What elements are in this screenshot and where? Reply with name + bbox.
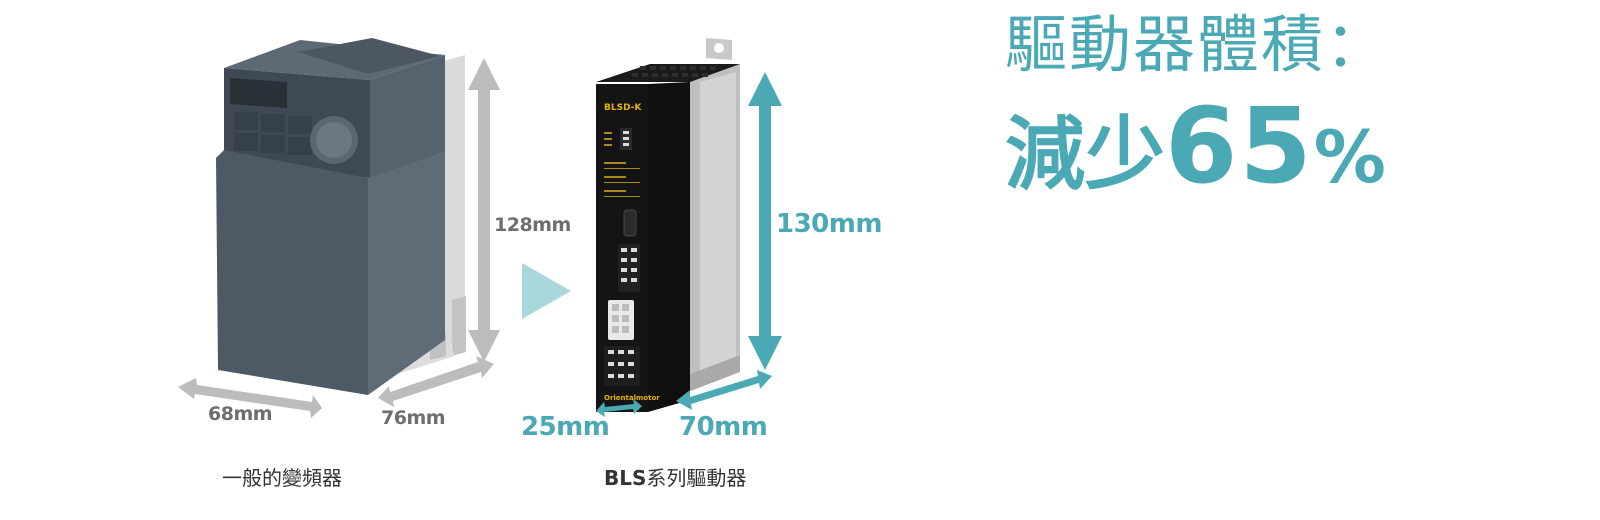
reduction-value: 65 (1165, 85, 1314, 207)
model-label: BLSD-K (604, 103, 642, 113)
brand-label: Orientalmotor (604, 394, 660, 402)
reduction-prefix: 減少 (1005, 108, 1165, 201)
headline-reduction: 減少65% (1005, 94, 1389, 198)
driver-caption-rest: 系列驅動器 (646, 466, 747, 490)
reduction-unit: % (1313, 115, 1386, 199)
general-inverter-image (216, 38, 466, 395)
headline: 驅動器體積： 減少65% (1005, 8, 1390, 199)
inverter-depth-label: 76mm (381, 407, 446, 429)
driver-depth-label: 70mm (679, 412, 768, 442)
inverter-height-label: 128mm (494, 214, 571, 236)
inverter-height-arrow (468, 58, 500, 362)
driver-depth-arrow (676, 370, 772, 410)
inverter-depth-arrow (378, 356, 494, 407)
driver-caption: BLS系列驅動器 (604, 462, 746, 491)
driver-caption-series: BLS (604, 466, 647, 490)
inverter-caption: 一般的變頻器 (222, 466, 342, 490)
driver-width-arrow (596, 399, 642, 417)
inverter-width-arrow (178, 378, 322, 418)
inverter-width-label: 68mm (208, 403, 273, 425)
transition-arrow-icon (522, 263, 571, 319)
driver-height-label: 130mm (776, 209, 882, 239)
headline-title: 驅動器體積： (1005, 8, 1390, 81)
bls-driver-image: BLSD-K (596, 38, 740, 412)
driver-width-label: 25mm (521, 412, 610, 442)
driver-height-arrow (748, 72, 782, 370)
